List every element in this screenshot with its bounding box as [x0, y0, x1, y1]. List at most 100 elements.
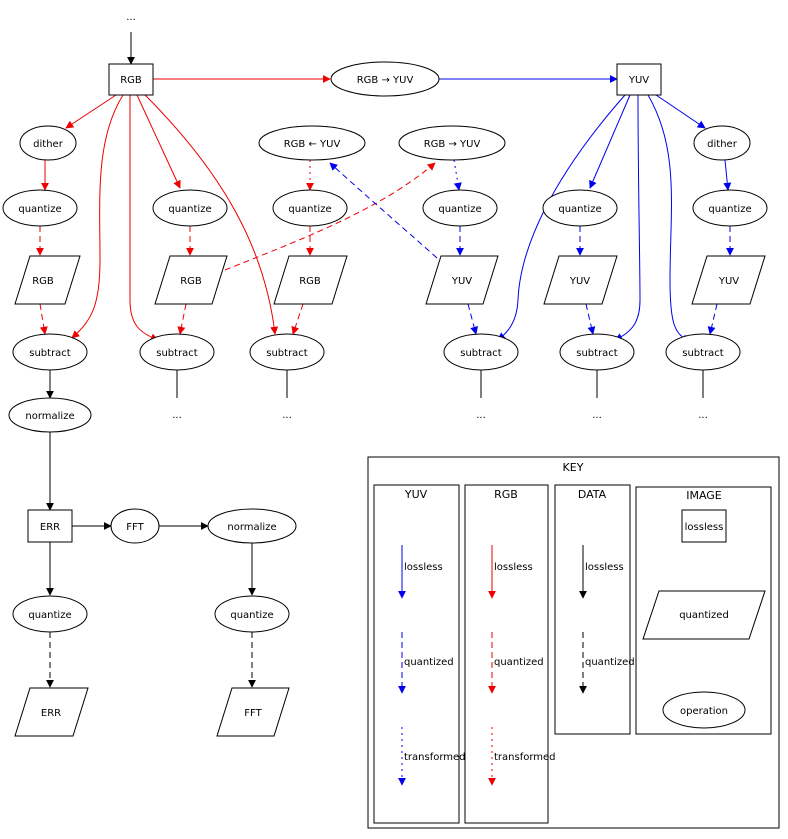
svg-text:YUV: YUV — [718, 276, 739, 287]
rgb-source-node: RGB — [108, 63, 154, 96]
quantize-node-6: quantize — [692, 189, 768, 227]
output-ellipsis-3: ... — [282, 410, 292, 421]
svg-text:quantize: quantize — [18, 204, 61, 215]
quantize-node-3: quantize — [272, 189, 348, 227]
fft-image: FFT — [216, 687, 290, 737]
svg-text:RGB: RGB — [120, 75, 142, 86]
yuv-image-4: YUV — [425, 255, 499, 305]
svg-text:RGB → YUV: RGB → YUV — [424, 139, 481, 150]
quantize-node-2: quantize — [152, 189, 228, 227]
output-ellipsis-4: ... — [476, 410, 486, 421]
svg-text:DATA: DATA — [578, 488, 607, 501]
dither-node-1: dither — [19, 125, 77, 161]
rgb-edges — [36, 75, 436, 342]
svg-text:quantized: quantized — [585, 657, 635, 668]
edge-rgb-image-to-subtract-1 — [39, 303, 48, 335]
rgb-to-yuv-node-2: RGB → YUV — [398, 125, 506, 161]
svg-text:RGB: RGB — [299, 276, 321, 287]
subtract-node-4: subtract — [443, 333, 519, 371]
svg-text:ERR: ERR — [41, 708, 61, 719]
key-title: KEY — [563, 461, 584, 474]
edges — [36, 32, 734, 688]
rgb-to-yuv-node: RGB → YUV — [330, 61, 440, 97]
output-ellipsis-6: ... — [698, 410, 708, 421]
yuv-edges — [329, 75, 734, 343]
svg-text:RGB → YUV: RGB → YUV — [357, 75, 414, 86]
svg-text:transformed: transformed — [494, 752, 556, 763]
svg-text:subtract: subtract — [156, 348, 198, 359]
normalize-node-1: normalize — [8, 397, 92, 433]
edge-yuv-to-dither — [655, 94, 706, 129]
edge-yuv-image-to-subtract-6 — [707, 303, 718, 335]
svg-text:IMAGE: IMAGE — [686, 489, 722, 502]
svg-text:quantized: quantized — [494, 657, 544, 668]
svg-text:YUV: YUV — [628, 75, 649, 86]
quantize-node-4: quantize — [422, 189, 498, 227]
svg-text:lossless: lossless — [585, 562, 624, 573]
svg-text:RGB: RGB — [494, 488, 518, 501]
edge-yuv-to-subtract-5 — [614, 94, 641, 341]
err-image: ERR — [14, 687, 89, 737]
key-quantized-shape — [642, 590, 766, 640]
svg-text:quantize: quantize — [28, 610, 71, 621]
edge-rgb-to-subtract-1 — [71, 94, 124, 339]
svg-text:transformed: transformed — [404, 752, 466, 763]
normalize-node-2: normalize — [207, 508, 297, 544]
svg-text:quantized: quantized — [679, 610, 729, 621]
svg-text:subtract: subtract — [682, 348, 724, 359]
rgb-from-yuv-node: RGB ← YUV — [258, 125, 366, 161]
edge-rgb-image-to-rgb2yuv-2 — [224, 162, 436, 271]
dither-node-6: dither — [693, 125, 751, 161]
svg-text:lossless: lossless — [494, 562, 533, 573]
edge-rgb-to-subtract-3 — [144, 94, 279, 335]
key-lossless-shape — [681, 509, 727, 543]
svg-text:YUV: YUV — [569, 276, 590, 287]
subtract-node-6: subtract — [665, 333, 741, 371]
key-column-yuv: YUV lossless quantized transformed — [373, 484, 466, 824]
svg-text:YUV: YUV — [451, 276, 472, 287]
edge-yuv-image-to-subtract-5 — [585, 303, 596, 335]
svg-text:lossless: lossless — [404, 562, 443, 573]
rgb-image-3: RGB — [273, 255, 348, 305]
svg-text:FFT: FFT — [244, 708, 262, 719]
quantize-node-5: quantize — [542, 189, 618, 227]
svg-text:quantize: quantize — [438, 204, 481, 215]
rgb-image-2: RGB — [154, 255, 228, 305]
data-edges — [46, 32, 704, 688]
svg-text:normalize: normalize — [25, 411, 74, 422]
svg-text:RGB: RGB — [32, 276, 54, 287]
svg-text:FFT: FFT — [126, 522, 144, 533]
svg-text:quantize: quantize — [558, 204, 601, 215]
input-ellipsis: ... — [126, 12, 136, 23]
edge-yuv-to-subtract-4 — [497, 94, 626, 341]
svg-text:RGB ← YUV: RGB ← YUV — [284, 139, 341, 150]
quantize-node-err: quantize — [12, 595, 88, 633]
key-column-rgb: RGB lossless quantized transformed — [464, 484, 556, 824]
svg-text:quantize: quantize — [168, 204, 211, 215]
edge-rgb2yuv-to-quantize — [453, 159, 462, 191]
edge-yuv-to-quantize-5 — [589, 94, 631, 189]
svg-text:dither: dither — [33, 139, 64, 150]
yuv-source-node: YUV — [616, 63, 662, 96]
output-ellipsis-2: ... — [172, 410, 182, 421]
nodes: ... RGB RGB → YUV YUV dither RGB ← YUV R… — [2, 12, 768, 737]
subtract-node-1: subtract — [12, 333, 88, 371]
edge-rgb-to-quantize-2 — [136, 94, 181, 189]
edge-rgb-image-to-subtract-2 — [177, 303, 187, 335]
subtract-node-3: subtract — [249, 333, 325, 371]
svg-text:ERR: ERR — [40, 522, 60, 533]
svg-text:YUV: YUV — [404, 488, 428, 501]
svg-text:RGB: RGB — [180, 276, 202, 287]
edge-yuv-image-to-subtract-4 — [467, 303, 479, 335]
rgb-image-1: RGB — [14, 255, 81, 305]
svg-text:quantized: quantized — [404, 657, 454, 668]
key-column-image: IMAGE lossless quantized operation — [635, 486, 772, 735]
yuv-image-5: YUV — [543, 255, 618, 305]
yuv-image-6: YUV — [691, 255, 766, 305]
edge-rgb-to-subtract-2 — [129, 95, 159, 342]
key-operation-shape — [662, 691, 746, 729]
edge-rgb-to-dither — [65, 94, 117, 129]
key-legend: KEY YUV lossless quantized transformed R… — [367, 456, 780, 829]
svg-text:operation: operation — [680, 706, 728, 717]
